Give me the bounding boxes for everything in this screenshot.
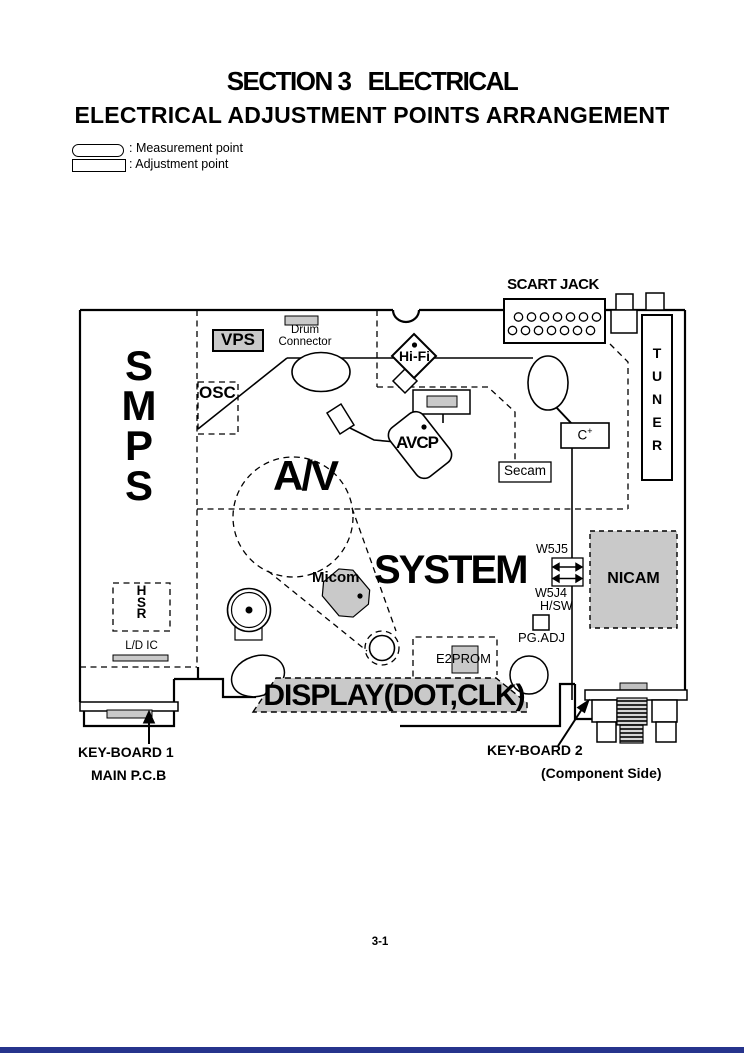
bolt-hatched (619, 724, 644, 744)
w5j5-label: W5J5 (536, 542, 568, 556)
belt-dashed-line (351, 507, 397, 632)
display-side-circle (509, 655, 549, 695)
avcp-test-dot (421, 424, 427, 430)
adjustment-point-icon (72, 159, 126, 172)
vps-label: VPS (220, 330, 256, 349)
drum-connector-label: Drum Connector (278, 324, 332, 348)
hifi-diamond (390, 332, 438, 380)
micom-label: Micom (312, 569, 360, 586)
osc-label: OSC (199, 383, 236, 402)
nicam-box (589, 530, 678, 629)
c-plus-label: C+ (561, 426, 609, 443)
system-label: SYSTEM (374, 548, 528, 592)
scart-measurement-oval (527, 355, 569, 411)
scart-connector (503, 298, 606, 344)
belt-dashed-line (267, 570, 368, 652)
legend-measurement-label: : Measurement point (129, 141, 243, 155)
drum-connector-pad (284, 315, 319, 326)
e2prom-label: E2PROM (436, 651, 491, 666)
c-plus-base: C (577, 427, 588, 443)
hifi-label: Hi-Fi (398, 348, 431, 364)
legend-adjustment-label: : Adjustment point (129, 157, 229, 171)
avcp-chip (387, 410, 453, 480)
c-plus-box (560, 422, 610, 449)
e2prom-dashed-box (412, 636, 498, 687)
keyboard1-connector (79, 701, 179, 719)
vps-box (212, 329, 264, 352)
tilted-component (325, 402, 356, 436)
e2prom-chip (451, 645, 479, 674)
pg-adj-point (532, 614, 550, 631)
ld-ic-label: L/D IC (125, 640, 158, 652)
callout-arrows (142, 698, 590, 747)
keyboard1-label: KEY-BOARD 1 (78, 744, 174, 760)
pulley-circle (368, 634, 396, 662)
micom-chip (321, 568, 371, 618)
scart-pin-holes (507, 312, 602, 336)
double-arrow-icon (551, 562, 584, 584)
ld-ic-pad (112, 654, 169, 662)
pulley-dashed-ring (364, 630, 400, 666)
rca-jacks (610, 292, 665, 334)
keyboard2-label: KEY-BOARD 2 (487, 742, 583, 758)
capstan-axis-dot (245, 606, 253, 614)
drum-measurement-oval (291, 351, 351, 393)
board-outline (78, 308, 687, 728)
av-drum-dashed-circle (232, 456, 354, 578)
w5j4-label: W5J4 (535, 586, 567, 600)
c-plus-sup: + (587, 426, 593, 436)
main-pcb-label: MAIN P.C.B (91, 767, 167, 783)
scart-jack-label: SCART JACK (507, 276, 599, 293)
adjustment-box-slider (426, 395, 458, 408)
w5j5-connector-box (551, 557, 584, 587)
keyboard2-arrow (557, 705, 585, 747)
tuner-label: T U N E R (651, 345, 663, 453)
page-bottom-bar (0, 1047, 744, 1053)
av-label: A/V (272, 452, 339, 499)
diagonal-trace-line (197, 357, 288, 430)
display-bar (251, 677, 528, 713)
secam-box (498, 461, 552, 483)
osc-dashed-box (197, 381, 239, 435)
capstan-wheel-inner (230, 591, 268, 629)
measurement-point-icon (72, 144, 124, 157)
board-edge-notch (391, 309, 421, 324)
page-title: SECTION 3 ELECTRICAL (226, 66, 519, 96)
micom-test-dot (357, 593, 363, 599)
nicam-label: NICAM (607, 570, 660, 587)
hifi-test-dot (411, 342, 418, 348)
page-number: 3-1 (371, 936, 389, 948)
section-dividers (80, 310, 629, 687)
hsw-label: H/SW (540, 599, 573, 613)
smps-label: S M P S (121, 342, 157, 509)
secam-label: Secam (503, 463, 547, 478)
keyboard2-connector (584, 682, 688, 744)
tuner-box (641, 314, 673, 481)
bolt-hatched (616, 697, 648, 726)
hsr-label: H S R (136, 583, 147, 621)
display-label: DISPLAY(DOT,CLK) (263, 679, 525, 712)
page-subtitle: ELECTRICAL ADJUSTMENT POINTS ARRANGEMENT (74, 102, 670, 128)
avcp-label: AVCP (396, 433, 439, 452)
component-side-label: (Component Side) (541, 765, 662, 781)
pg-adj-label: PG.ADJ (518, 630, 565, 645)
